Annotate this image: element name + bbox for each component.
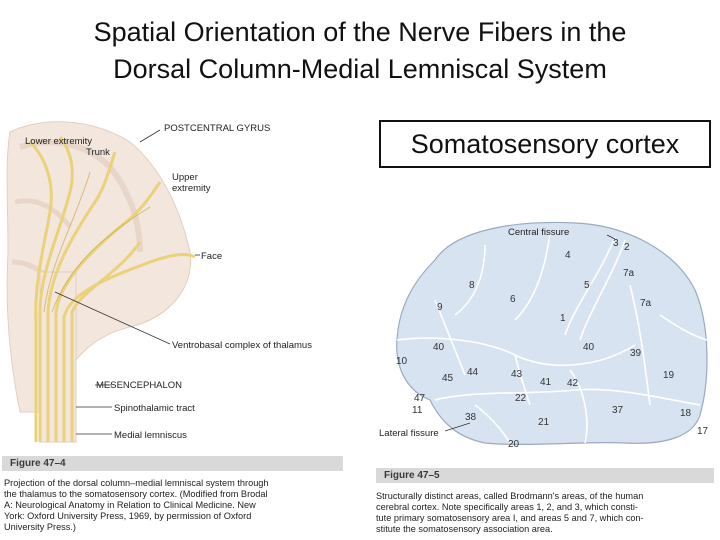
- brodmann-area-8: 8: [469, 280, 475, 291]
- brodmann-area-7a-lower: 7a: [640, 298, 652, 309]
- label-lateral-fissure: Lateral fissure: [379, 428, 439, 439]
- brodmann-area-39: 39: [630, 348, 642, 359]
- label-spinothalamic-tract: Spinothalamic tract: [114, 403, 195, 414]
- figure-47-4-caption: Projection of the dorsal column–medial l…: [4, 478, 346, 533]
- caption-line: the thalamus to the somatosensory cortex…: [4, 489, 268, 499]
- label-central-fissure: Central fissure: [508, 227, 570, 238]
- slide-title-line-1: Spatial Orientation of the Nerve Fibers …: [93, 17, 627, 47]
- brodmann-area-17: 17: [697, 426, 709, 437]
- brodmann-area-40-right: 40: [583, 342, 595, 353]
- dorsal-column-pathway-illustration: [6, 121, 200, 443]
- somatosensory-cortex-callout: Somatosensory cortex: [379, 120, 711, 168]
- label-trunk: Trunk: [86, 147, 110, 158]
- label-mesencephalon: MESENCEPHALON: [96, 380, 183, 391]
- brodmann-area-42: 42: [567, 378, 579, 389]
- brodmann-area-18: 18: [680, 408, 692, 419]
- caption-line: tute primary somatosensory area I, and a…: [376, 513, 644, 523]
- label-upper-extremity-2: extremity: [172, 183, 211, 194]
- brodmann-area-3: 3: [613, 238, 619, 249]
- brodmann-area-41: 41: [540, 377, 552, 388]
- caption-line: A: Neurological Anatomy in Relation to C…: [4, 500, 256, 510]
- caption-line: cerebral cortex. Note specifically areas…: [376, 502, 638, 512]
- caption-line: stitute the somatosensory association ar…: [376, 524, 553, 534]
- label-upper-extremity-1: Upper: [172, 172, 198, 183]
- label-medial-lemniscus: Medial lemniscus: [114, 430, 187, 441]
- brodmann-area-47: 47: [414, 393, 426, 404]
- caption-line: University Press.): [4, 522, 76, 532]
- label-postcentral-gyrus: POSTCENTRAL GYRUS: [164, 123, 271, 134]
- brodmann-area-43: 43: [511, 369, 523, 380]
- brodmann-area-11: 11: [412, 405, 423, 416]
- label-ventrobasal-complex: Ventrobasal complex of thalamus: [172, 340, 312, 351]
- figure-47-5-caption: Structurally distinct areas, called Brod…: [376, 491, 716, 535]
- brodmann-area-6: 6: [510, 294, 516, 305]
- brodmann-area-9: 9: [437, 302, 443, 313]
- brodmann-area-38: 38: [465, 412, 477, 423]
- brodmann-area-10: 10: [396, 356, 408, 367]
- brodmann-area-37: 37: [612, 405, 624, 416]
- brodmann-area-2: 2: [624, 242, 630, 253]
- brodmann-area-7a-upper: 7a: [623, 268, 635, 279]
- caption-line: Projection of the dorsal column–medial l…: [4, 478, 269, 488]
- brodmann-area-40-left: 40: [433, 342, 445, 353]
- brodmann-area-1: 1: [560, 313, 566, 324]
- label-lower-extremity: Lower extremity: [25, 136, 93, 147]
- figure-tag-47-4: Figure 47–4: [2, 456, 343, 471]
- figure-tag-47-5: Figure 47–5: [376, 468, 714, 483]
- brodmann-area-22: 22: [515, 393, 527, 404]
- caption-line: Structurally distinct areas, called Brod…: [376, 491, 644, 501]
- slide-title-line-2: Dorsal Column-Medial Lemniscal System: [113, 54, 607, 84]
- slide-title: Spatial Orientation of the Nerve Fibers …: [0, 14, 720, 88]
- label-face: Face: [201, 251, 223, 262]
- brodmann-area-45: 45: [442, 373, 454, 384]
- caption-line: York: Oxford University Press, 1969, by …: [4, 511, 252, 521]
- brodmann-area-44: 44: [467, 367, 479, 378]
- brodmann-areas-illustration: [396, 221, 708, 446]
- brodmann-area-20: 20: [508, 439, 520, 450]
- brodmann-area-5: 5: [584, 280, 590, 291]
- brodmann-area-19: 19: [663, 370, 675, 381]
- brodmann-area-4: 4: [565, 250, 571, 261]
- brodmann-area-21: 21: [538, 417, 550, 428]
